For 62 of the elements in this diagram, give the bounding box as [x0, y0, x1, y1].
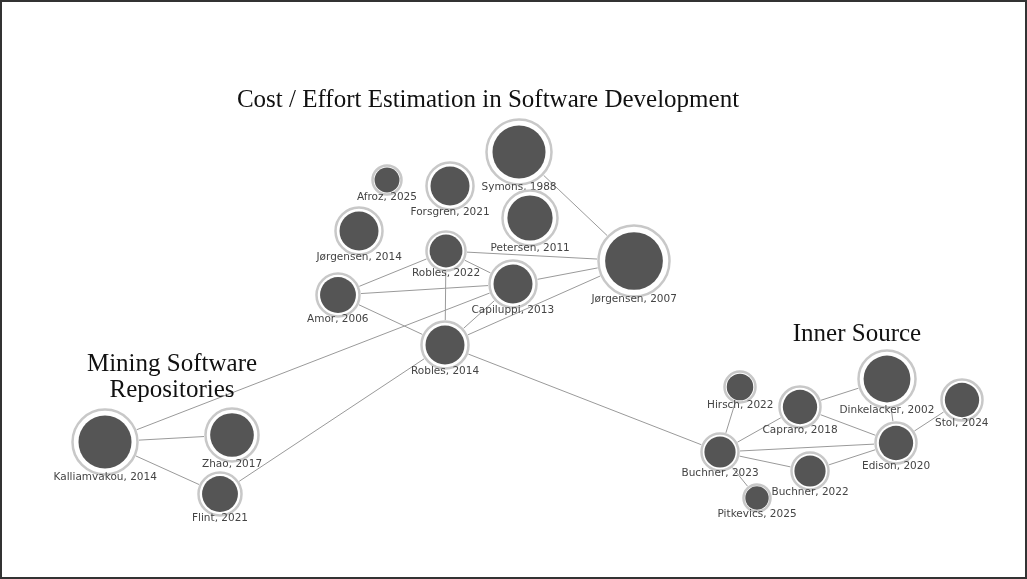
- citation-node: [357, 164, 417, 202]
- connector-line: [360, 285, 489, 295]
- citation-node: [862, 421, 931, 471]
- connector-line: [820, 387, 859, 401]
- cluster-heading: Inner Source: [791, 320, 923, 346]
- connector-line: [138, 436, 205, 441]
- node-label: Capraro, 2018: [762, 423, 838, 435]
- connector-line: [543, 174, 608, 237]
- connector-line: [913, 411, 945, 432]
- citation-node: [53, 408, 157, 482]
- citation-node: [707, 370, 774, 410]
- connector-line: [828, 449, 876, 466]
- node-label: Buchner, 2022: [771, 485, 849, 497]
- citation-node: [316, 206, 402, 262]
- node-label: Flint, 2021: [192, 511, 249, 523]
- citation-node: [681, 432, 759, 478]
- connector-line: [136, 292, 491, 431]
- node-label: Petersen, 2011: [490, 241, 570, 253]
- node-label: Zhao, 2017: [202, 457, 263, 469]
- connector-line: [820, 414, 876, 436]
- citation-node: [202, 407, 263, 469]
- node-label: Amor, 2006: [307, 312, 369, 324]
- connector-line: [463, 300, 495, 329]
- connector-line: [537, 267, 599, 280]
- citation-node: [412, 230, 481, 278]
- citation-node: [839, 349, 935, 415]
- node-label: Jørgensen, 2007: [591, 292, 677, 304]
- connector-line: [358, 258, 428, 287]
- node-label: Hirsch, 2022: [707, 398, 774, 410]
- cluster-heading: Mining Software Repositories: [85, 350, 259, 402]
- node-label: Robles, 2022: [412, 266, 481, 278]
- citation-node: [935, 378, 989, 428]
- node-label: Forsgren, 2021: [410, 205, 490, 217]
- connector-line: [238, 358, 425, 482]
- node-label: Pitkevics, 2025: [717, 507, 797, 519]
- citation-node: [481, 118, 557, 192]
- connector-line: [358, 304, 423, 335]
- citation-node: [192, 471, 249, 523]
- citation-node: [591, 224, 677, 304]
- citation-node: [771, 451, 849, 497]
- node-label: Robles, 2014: [411, 364, 480, 376]
- node-label: Stol, 2024: [935, 416, 989, 428]
- connector-line: [464, 259, 492, 274]
- connector-line: [466, 251, 598, 260]
- connector-line: [736, 417, 782, 443]
- citation-node: [307, 272, 369, 324]
- node-label: Dinkelacker, 2002: [839, 403, 935, 415]
- node-label: Buchner, 2023: [681, 466, 759, 478]
- node-label: Symons, 1988: [481, 180, 557, 192]
- connector-line: [467, 275, 601, 336]
- connector-line: [135, 455, 200, 485]
- connector-line: [732, 467, 749, 487]
- connector-line: [739, 443, 875, 452]
- node-label: Edison, 2020: [862, 459, 931, 471]
- connector-line: [467, 353, 702, 446]
- connector-line: [739, 455, 791, 468]
- cluster-heading: Cost / Effort Estimation in Software Development: [235, 86, 741, 112]
- node-label: Jørgensen, 2014: [316, 250, 402, 262]
- node-label: Afroz, 2025: [357, 190, 417, 202]
- node-label: Kalliamvakou, 2014: [53, 470, 157, 482]
- node-label: Capiluppi, 2013: [471, 303, 555, 315]
- citation-node: [411, 320, 480, 376]
